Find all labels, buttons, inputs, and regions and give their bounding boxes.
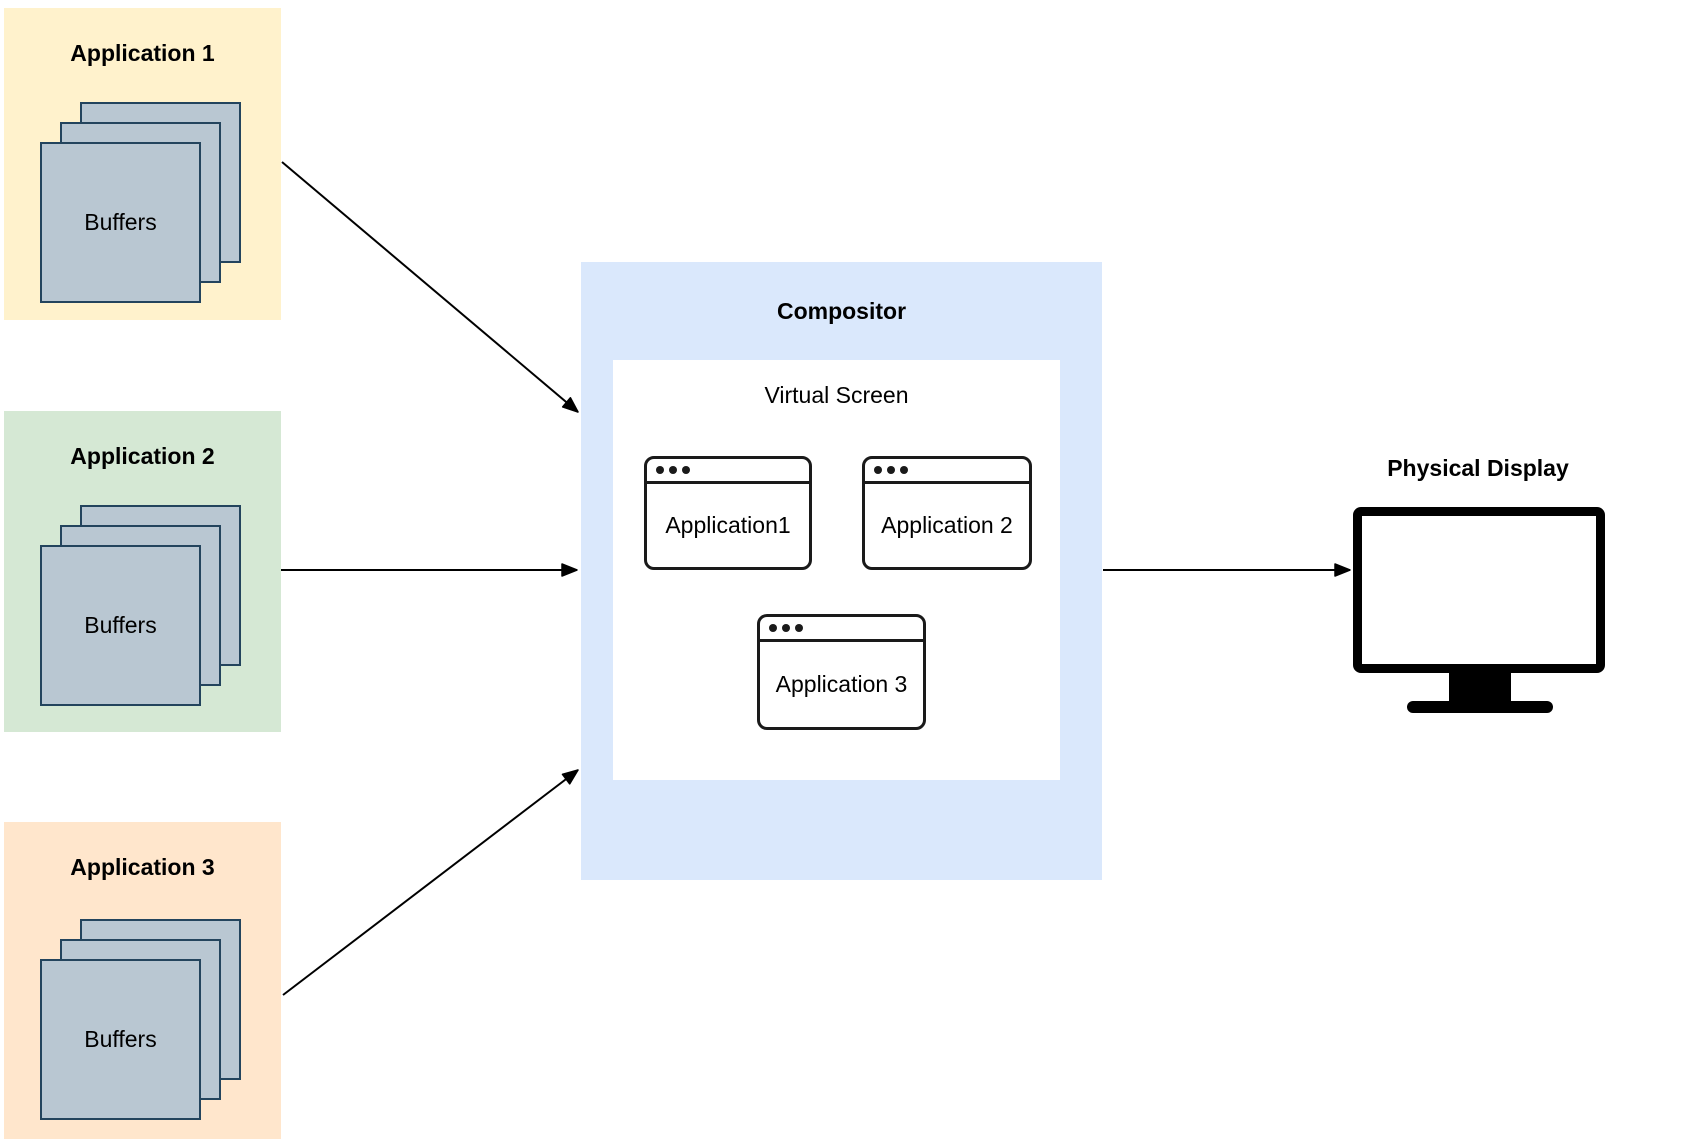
window-label: Application1	[665, 512, 791, 538]
window-titlebar	[647, 459, 809, 484]
window-label: Application 3	[775, 671, 908, 697]
window-dot-icon	[682, 466, 690, 474]
buffers-label: Buffers	[84, 1026, 157, 1052]
arrow-app1-to-compositor	[281, 161, 579, 413]
window-dot-icon	[795, 624, 803, 632]
window-dot-icon	[782, 624, 790, 632]
buffer-square-front: Buffers	[40, 142, 201, 303]
window-dot-icon	[874, 466, 882, 474]
buffers-label: Buffers	[84, 612, 157, 638]
monitor-stand	[1449, 671, 1511, 703]
application-2-box: Application 2 Buffers	[4, 411, 281, 732]
physical-display-title: Physical Display	[1387, 455, 1569, 481]
buffer-square-front: Buffers	[40, 545, 201, 706]
virtual-screen-title: Virtual Screen	[764, 382, 909, 408]
virtual-window-application3: Application 3	[757, 614, 926, 730]
window-dot-icon	[656, 466, 664, 474]
monitor-base	[1407, 701, 1553, 713]
compositor-title: Compositor	[776, 298, 907, 324]
window-dot-icon	[769, 624, 777, 632]
window-dot-icon	[887, 466, 895, 474]
application-1-title: Application 1	[70, 40, 215, 66]
application-1-box: Application 1 Buffers	[4, 8, 281, 320]
buffers-label: Buffers	[84, 209, 157, 235]
window-titlebar	[865, 459, 1029, 484]
arrow-app3-to-compositor	[282, 769, 579, 996]
buffer-square-front: Buffers	[40, 959, 201, 1120]
window-titlebar	[760, 617, 923, 642]
window-dot-icon	[900, 466, 908, 474]
window-label: Application 2	[881, 512, 1013, 538]
application-3-title: Application 3	[70, 854, 215, 880]
window-dot-icon	[669, 466, 677, 474]
virtual-screen-box: Virtual Screen Application1 Application …	[613, 360, 1060, 780]
compositor-box: Compositor Virtual Screen Application1 A…	[581, 262, 1102, 880]
application-2-title: Application 2	[70, 443, 215, 469]
virtual-window-application1: Application1	[644, 456, 812, 570]
virtual-window-application2: Application 2	[862, 456, 1032, 570]
application-3-box: Application 3 Buffers	[4, 822, 281, 1139]
monitor-screen	[1353, 507, 1605, 673]
